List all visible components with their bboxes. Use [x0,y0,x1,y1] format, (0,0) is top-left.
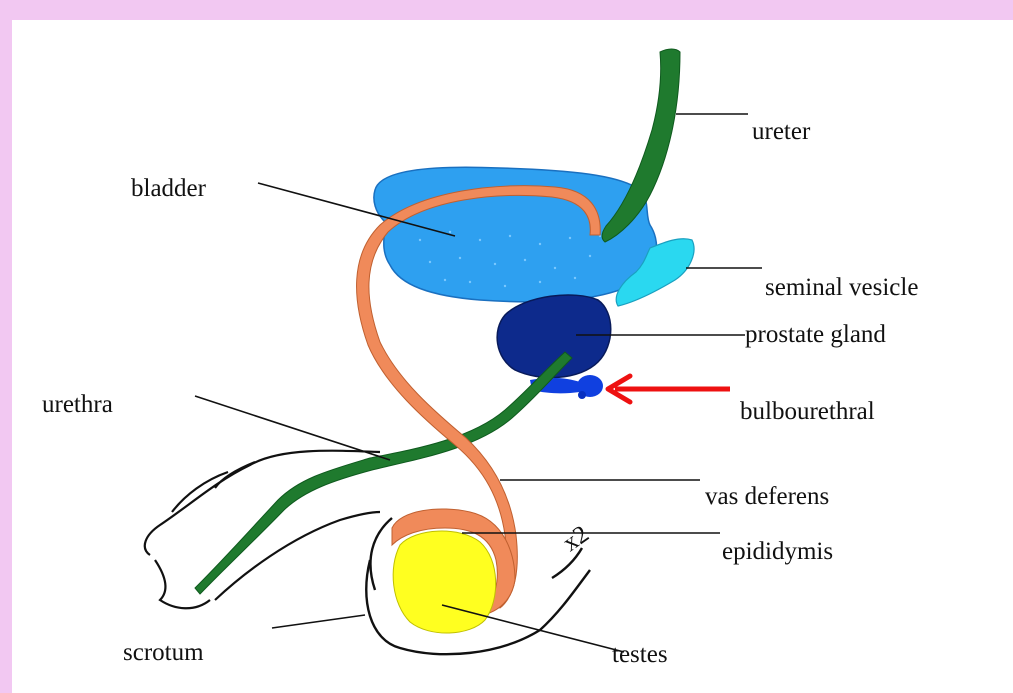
label-bulbourethral: bulbourethral [740,398,875,425]
label-scrotum: scrotum [123,639,204,666]
label-urethra: urethra [42,391,113,418]
label-prostate-gland: prostate gland [745,321,886,348]
male-reproductive-diagram: x2 [12,20,1013,693]
label-vas-deferens: vas deferens [705,483,829,510]
diagram-canvas: x2 [12,20,1013,693]
label-testes: testes [612,641,668,668]
scribble-mark: x2 [558,520,594,556]
bulbourethral-arrow [608,376,730,402]
leader-urethra [195,396,390,460]
testes-shape [393,531,496,633]
label-bladder: bladder [131,175,207,202]
leader-scrotum [272,615,365,628]
label-ureter: ureter [752,118,811,145]
label-epididymis: epididymis [722,538,833,565]
label-seminal-vesicle: seminal vesicle [765,274,918,301]
